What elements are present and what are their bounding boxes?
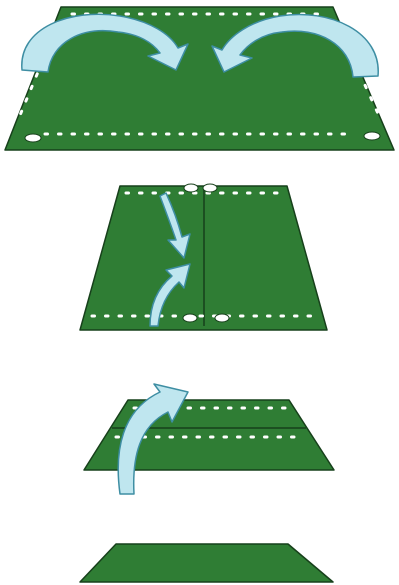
grommet-icon [364,132,380,140]
grommet-icon [184,184,198,192]
grommet-icon [183,314,197,322]
tarp-panel [80,544,333,582]
grommet-icon [25,134,41,142]
step-1-full-tarp [5,7,394,150]
step-4-folded-bundle [80,544,333,582]
step-2-half-folded [80,184,327,330]
grommet-icon [203,184,217,192]
grommet-icon [215,314,229,322]
step-3-strip [84,384,334,494]
